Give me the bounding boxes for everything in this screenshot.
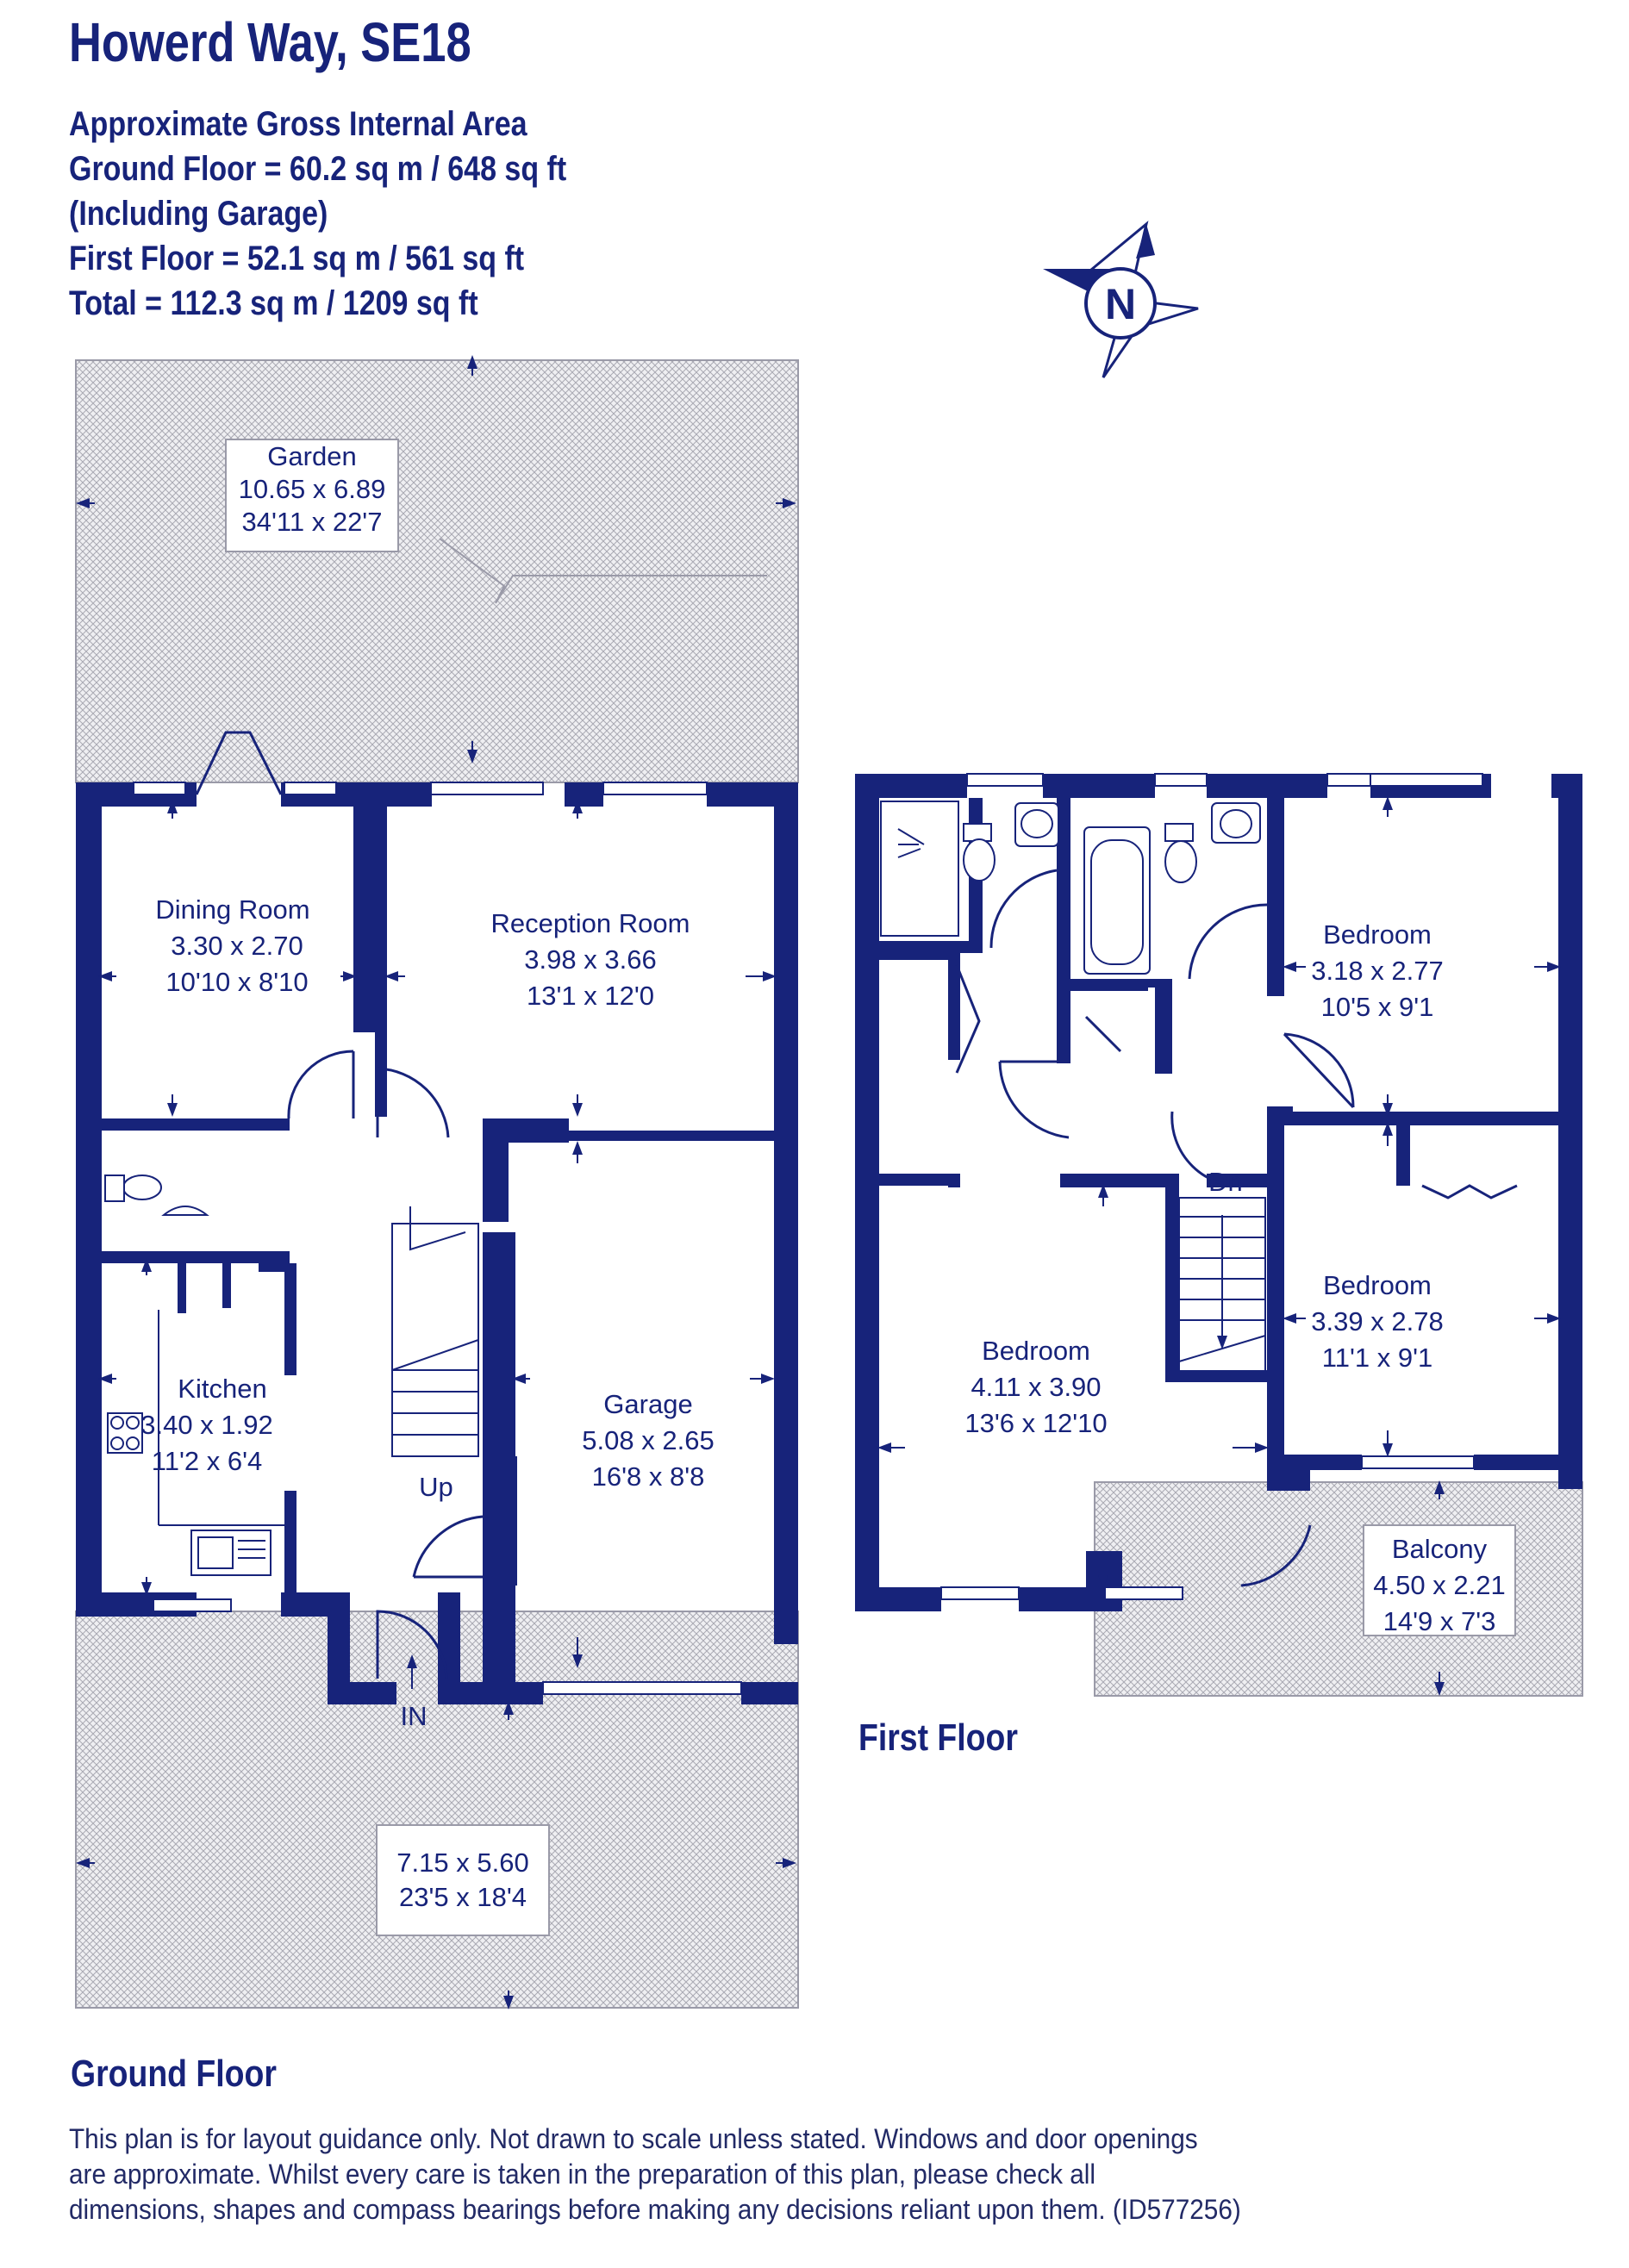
compass-rose: N xyxy=(1043,221,1199,378)
balcony-imperial: 14'9 x 7'3 xyxy=(1383,1606,1496,1636)
ground-floor-doors xyxy=(195,731,484,1679)
bedroom-3-name: Bedroom xyxy=(1323,1270,1432,1300)
first-floor-walls xyxy=(855,774,1582,1611)
area-ground-floor: Ground Floor = 60.2 sq m / 648 sq ft xyxy=(69,150,567,188)
ground-floor-windows xyxy=(133,782,742,1695)
ground-floor-stairs xyxy=(391,1206,479,1457)
first-floor-windows xyxy=(940,773,1483,1600)
main-bedroom-metric: 4.11 x 3.90 xyxy=(971,1372,1101,1402)
stairs-up-label: Up xyxy=(419,1472,453,1502)
garage-name: Garage xyxy=(603,1389,692,1419)
compass-north-label: N xyxy=(1105,280,1136,328)
ground-floor-title: Ground Floor xyxy=(71,2053,277,2095)
disclaimer-line-3: dimensions, shapes and compass bearings … xyxy=(69,2194,1241,2225)
kitchen-imperial: 11'2 x 6'4 xyxy=(152,1446,262,1476)
area-first-floor: First Floor = 52.1 sq m / 561 sq ft xyxy=(69,240,525,277)
bedroom-3-metric: 3.39 x 2.78 xyxy=(1311,1306,1443,1336)
front-imperial: 23'5 x 18'4 xyxy=(399,1882,527,1912)
ground-floor-labels: Garden 10.65 x 6.89 34'11 x 22'7 Dining … xyxy=(140,441,714,1912)
garden-area xyxy=(75,359,799,783)
plan-title: Howerd Way, SE18 xyxy=(69,11,471,73)
kitchen-metric: 3.40 x 1.92 xyxy=(140,1410,272,1440)
garden-imperial: 34'11 x 22'7 xyxy=(242,507,383,537)
ground-floor-walls xyxy=(76,782,798,1704)
dining-room-imperial: 10'10 x 8'10 xyxy=(165,967,308,997)
first-floor-stairs xyxy=(1178,1197,1266,1380)
main-bedroom-name: Bedroom xyxy=(982,1336,1090,1366)
bedroom-2-name: Bedroom xyxy=(1323,919,1432,950)
disclaimer-line-1: This plan is for layout guidance only. N… xyxy=(69,2123,1198,2154)
reception-room-imperial: 13'1 x 12'0 xyxy=(527,981,654,1011)
front-metric: 7.15 x 5.60 xyxy=(396,1847,528,1878)
bedroom-2-metric: 3.18 x 2.77 xyxy=(1311,956,1443,986)
balcony-metric: 4.50 x 2.21 xyxy=(1373,1570,1505,1600)
reception-room-name: Reception Room xyxy=(491,908,690,938)
area-summary: Approximate Gross Internal Area Ground F… xyxy=(69,102,566,326)
bedroom-2-imperial: 10'5 x 9'1 xyxy=(1321,992,1434,1022)
stairs-down-label: Dn xyxy=(1208,1167,1243,1197)
reception-room-metric: 3.98 x 3.66 xyxy=(524,944,656,975)
first-floor-title: First Floor xyxy=(858,1717,1018,1759)
first-floor-fixtures xyxy=(880,801,1261,975)
area-heading: Approximate Gross Internal Area xyxy=(69,105,527,143)
disclaimer-line-2: are approximate. Whilst every care is ta… xyxy=(69,2159,1096,2190)
main-bedroom-imperial: 13'6 x 12'10 xyxy=(964,1408,1107,1438)
garden-metric: 10.65 x 6.89 xyxy=(239,474,386,504)
garage-metric: 5.08 x 2.65 xyxy=(582,1425,714,1455)
dining-room-metric: 3.30 x 2.70 xyxy=(171,931,303,961)
entrance-label: IN xyxy=(401,1701,428,1731)
kitchen-name: Kitchen xyxy=(178,1374,266,1404)
first-floor-doors xyxy=(955,869,1518,1587)
first-floor-dimension-arrows xyxy=(877,796,1561,1696)
garden-name: Garden xyxy=(267,441,356,471)
balcony-name: Balcony xyxy=(1392,1534,1488,1564)
bedroom-3-imperial: 11'1 x 9'1 xyxy=(1322,1343,1432,1373)
dining-room-name: Dining Room xyxy=(155,894,309,925)
first-floor-labels: Bedroom 3.18 x 2.77 10'5 x 9'1 Bedroom 3… xyxy=(964,919,1505,1636)
garage-imperial: 16'8 x 8'8 xyxy=(592,1461,705,1492)
ground-floor-fixtures xyxy=(104,1174,284,1576)
disclaimer: This plan is for layout guidance only. N… xyxy=(69,2122,1241,2228)
area-garage-note: (Including Garage) xyxy=(69,195,328,233)
area-total: Total = 112.3 sq m / 1209 sq ft xyxy=(69,284,478,322)
front-area xyxy=(75,1611,799,2009)
ground-floor-dimension-arrows xyxy=(76,355,796,2009)
